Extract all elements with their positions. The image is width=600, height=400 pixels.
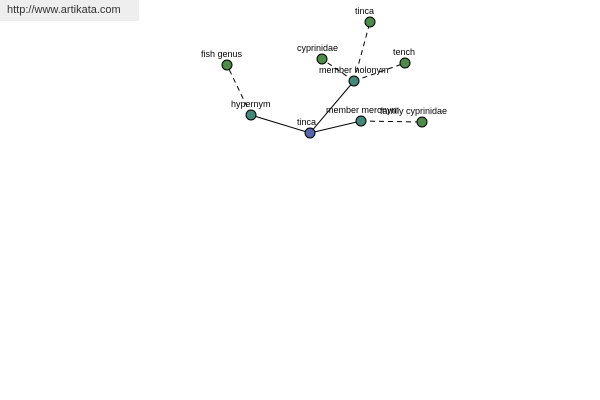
node-cyprinidae[interactable] xyxy=(316,53,328,65)
edge-member-holonym-to-tench xyxy=(353,62,406,82)
node-label-tinca-leaf[interactable]: tinca xyxy=(355,6,374,16)
edge-member-meronym-to-family-cyprinidae xyxy=(360,120,423,123)
edges-layer xyxy=(226,21,423,134)
node-label-center[interactable]: tinca xyxy=(297,117,316,127)
edge-center-to-member-holonym xyxy=(309,80,355,134)
node-label-fish-genus[interactable]: fish genus xyxy=(201,49,243,59)
edge-center-to-hypernym xyxy=(250,114,311,134)
node-label-cyprinidae[interactable]: cyprinidae xyxy=(297,43,338,53)
node-family-cyprinidae[interactable] xyxy=(416,116,428,128)
labels-layer: tinca hypernym member holonym member merony… xyxy=(201,6,447,127)
nodes-layer xyxy=(221,16,428,139)
node-center[interactable] xyxy=(304,127,316,139)
edge-member-holonym-to-cyprinidae xyxy=(321,58,355,82)
node-tench[interactable] xyxy=(399,57,411,69)
node-hypernym[interactable] xyxy=(245,109,257,121)
node-label-member-holonym[interactable]: member holonym xyxy=(319,65,389,75)
edge-member-holonym-to-tinca-leaf xyxy=(353,21,371,82)
node-member-meronym[interactable] xyxy=(355,115,367,127)
node-member-holonym[interactable] xyxy=(348,75,360,87)
source-url[interactable]: http://www.artikata.com xyxy=(0,0,139,21)
node-label-hypernym[interactable]: hypernym xyxy=(231,99,271,109)
node-tinca-leaf[interactable] xyxy=(364,16,376,28)
node-label-tench[interactable]: tench xyxy=(393,47,415,57)
node-fish-genus[interactable] xyxy=(221,59,233,71)
node-label-family-cyprinidae[interactable]: family cyprinidae xyxy=(380,106,447,116)
node-label-member-meronym[interactable]: member meronym xyxy=(326,105,399,115)
edge-center-to-member-meronym xyxy=(309,120,362,134)
edge-hypernym-to-fish-genus xyxy=(226,64,252,116)
